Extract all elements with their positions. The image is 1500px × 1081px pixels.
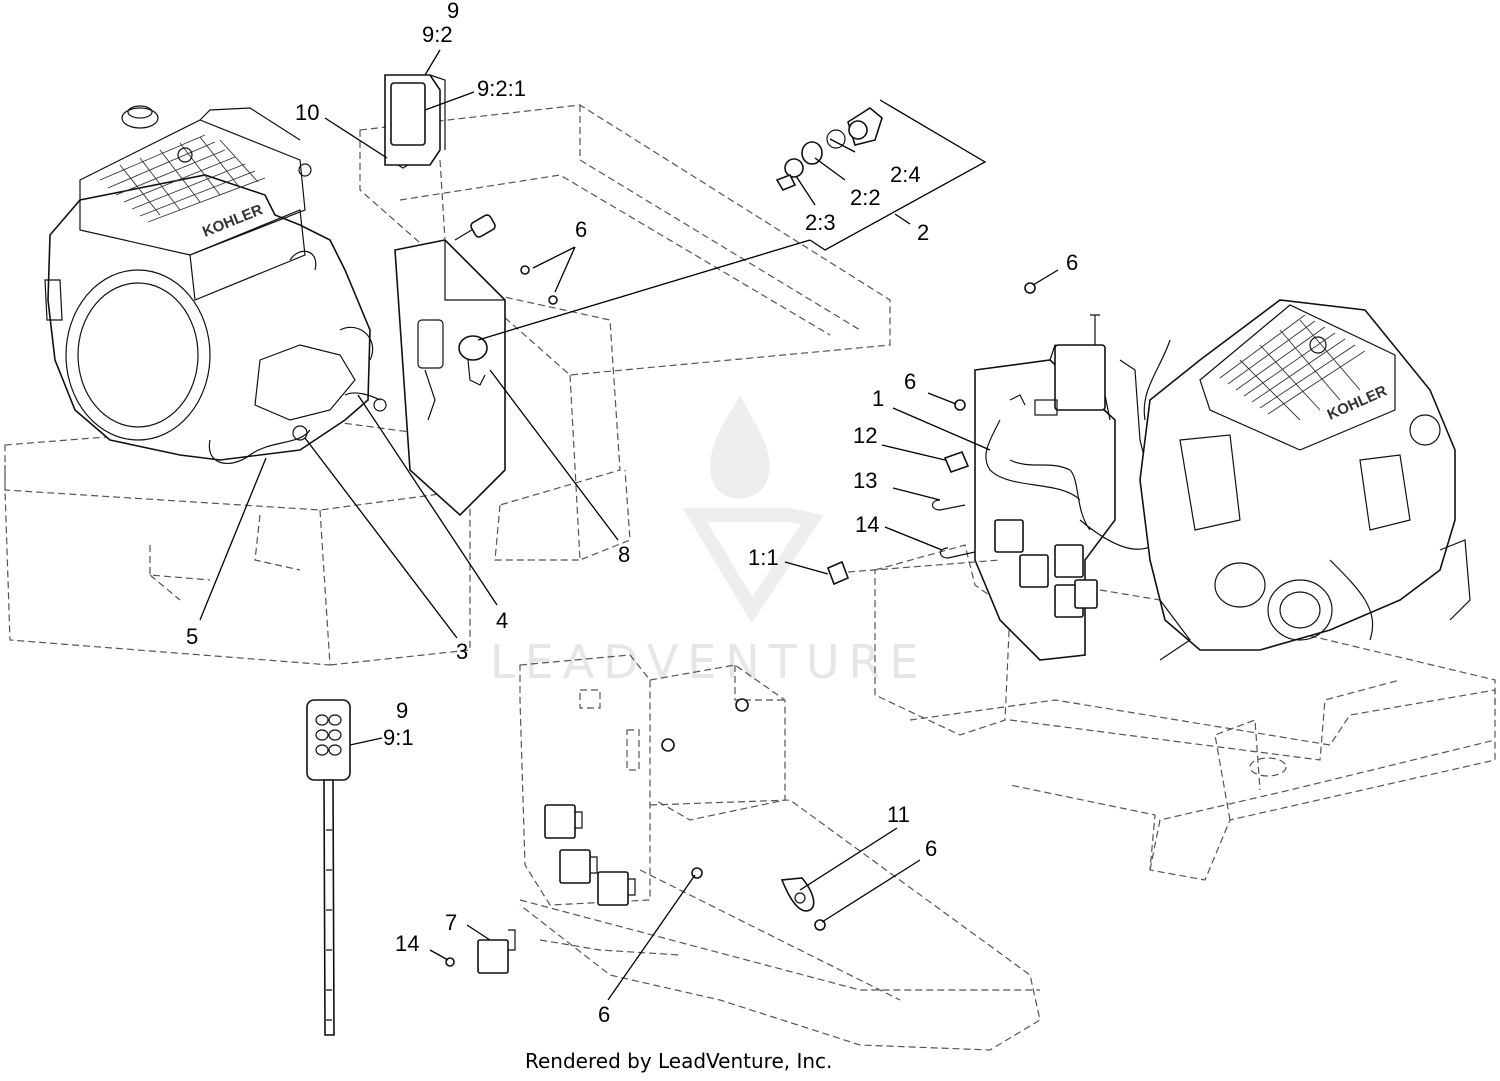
callout-6-d: 6 bbox=[925, 836, 937, 861]
callout-labels: 9 9:2 9:2:1 10 2:4 2:2 2:3 2 6 6 6 1 12 … bbox=[186, 0, 1078, 1027]
footer-credit: Rendered by LeadVenture, Inc. bbox=[525, 1049, 832, 1073]
relay-7 bbox=[477, 939, 509, 974]
callout-3: 3 bbox=[456, 639, 468, 664]
bottom-clamp-and-nuts bbox=[691, 867, 826, 931]
callout-9-2-1: 9:2:1 bbox=[477, 76, 526, 101]
bottom-relays bbox=[445, 804, 636, 974]
left-engine: KOHLER bbox=[44, 105, 387, 464]
callout-2-2: 2:2 bbox=[850, 185, 881, 210]
key-switch-parts bbox=[775, 107, 883, 192]
callout-14-a: 14 bbox=[855, 512, 879, 537]
callout-2: 2 bbox=[917, 220, 929, 245]
callout-6-a: 6 bbox=[575, 217, 587, 242]
callout-6-b: 6 bbox=[1066, 250, 1078, 275]
callout-4: 4 bbox=[496, 608, 508, 633]
left-small-parts bbox=[384, 149, 558, 386]
callout-9-bottom: 9 bbox=[396, 698, 408, 723]
callout-9-top: 9 bbox=[447, 0, 459, 23]
callout-11: 11 bbox=[887, 802, 910, 827]
callout-9-2: 9:2 bbox=[422, 22, 453, 47]
callout-8: 8 bbox=[618, 542, 630, 567]
leader-lines bbox=[199, 49, 1059, 1001]
callout-13: 13 bbox=[853, 468, 877, 493]
callout-12: 12 bbox=[853, 423, 877, 448]
right-engine: KOHLER bbox=[1139, 299, 1471, 661]
callout-2-3: 2:3 bbox=[805, 210, 836, 235]
callout-5: 5 bbox=[186, 624, 198, 649]
callout-1: 1 bbox=[872, 386, 884, 411]
callout-9-1: 9:1 bbox=[383, 725, 414, 750]
callout-6-c: 6 bbox=[904, 369, 916, 394]
right-engine-cooling-fins bbox=[1219, 314, 1366, 421]
right-relays bbox=[994, 519, 1098, 618]
callout-10: 10 bbox=[295, 100, 319, 125]
watermark-text: LEADVENTURE bbox=[490, 635, 928, 689]
callout-1-1: 1:1 bbox=[748, 545, 779, 570]
callout-2-4: 2:4 bbox=[890, 162, 921, 187]
watermark-logo bbox=[682, 395, 824, 624]
callout-14-b: 14 bbox=[395, 931, 419, 956]
bottom-frame bbox=[519, 654, 1041, 1051]
left-mount-plate bbox=[394, 239, 506, 517]
left-engine-cooling-fins bbox=[99, 134, 266, 223]
controller-module bbox=[384, 74, 446, 241]
callout-7: 7 bbox=[445, 910, 457, 935]
right-small-parts bbox=[826, 282, 1036, 586]
callout-6-e: 6 bbox=[598, 1002, 610, 1027]
hour-meter bbox=[458, 335, 488, 361]
right-control-panel bbox=[974, 314, 1161, 661]
remote-pendant bbox=[306, 699, 351, 1036]
